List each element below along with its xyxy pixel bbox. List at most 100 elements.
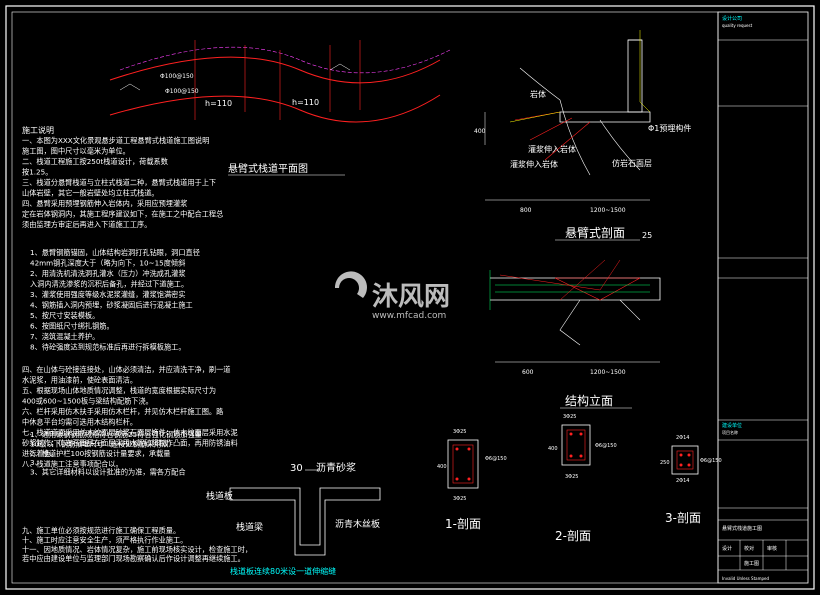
cut1-dim-top: 3Φ25 xyxy=(453,429,466,435)
s2-dim-span: 1200~1500 xyxy=(590,369,626,376)
note-line: 山体岩壁，其它一般岩壁处均立柱式栈道。 xyxy=(22,189,159,198)
s1-rock: 岩体 xyxy=(530,89,546,99)
s2-dim-600: 600 xyxy=(522,369,534,376)
note-line: 2、栈道护栏100按钢筋设计量要求，承载量 xyxy=(30,449,170,458)
note-line: 3、 xyxy=(30,458,42,467)
note-line: 五、根据现场山体地质情况调整，栈道的宽度根据实际尺寸为 xyxy=(22,386,216,395)
cut1-dim-h: 400 xyxy=(437,464,447,470)
tb-cell-3: 审核 xyxy=(767,545,777,552)
deck-joint-detail: 30 沥青砂浆 栈道板 栈道梁 沥青木丝板 栈道板连续80米设一道伸缩缝 xyxy=(206,461,381,576)
tb-drawing-name: 悬臂式栈道施工图 xyxy=(722,525,762,532)
tb-company-sub: quality request xyxy=(722,23,753,28)
tb-client-sub: 项目名称 xyxy=(722,429,738,435)
s1-dim-400: 400 xyxy=(474,128,486,135)
detail-note: 栈道板连续80米设一道伸缩缝 xyxy=(230,566,336,576)
note-line: 砂浆制作；仿岩石面层在面层采用水泥砂浆制作凸面，再用防锈油料 xyxy=(22,439,238,448)
watermark-brand: 沐风网 xyxy=(372,282,450,312)
cantilever-section: 岩体 灌浆伸入岩体 灌浆伸入岩体 Φ1预埋构件 仿岩石面层 400 800 12… xyxy=(474,30,691,241)
cross-section-3: 2Φ14 Φ6@150 250 2Φ14 3-剖面 xyxy=(660,435,722,525)
structural-elevation: 600 1200~1500 25 结构立面 xyxy=(489,231,661,409)
cut3-title: 3-剖面 xyxy=(665,511,701,525)
s1-grout-2: 灌浆伸入岩体 xyxy=(510,159,558,169)
notes-mid-title: 悬臂式栈道平面图 xyxy=(228,162,308,175)
note-line: 42mm钢孔深度大于（略为向下，10~15度倾斜 xyxy=(30,259,185,268)
note-line: 九、施工单位必须按规范进行施工确保工程质量。 xyxy=(22,526,180,535)
detail-deck: 栈道板 xyxy=(206,490,233,502)
note-line: 8、待砼强度达到规范标准后再进行拆模板施工。 xyxy=(30,343,186,352)
note-line: 400或600~1500板与梁结构配筋下浇。 xyxy=(22,397,153,406)
s2-title: 结构立面 xyxy=(565,393,613,408)
plan-dim-1: Φ100@150 xyxy=(160,73,194,80)
note-line: 中休息平台均需可选用木结构栏杆。 xyxy=(22,418,137,427)
cut2-dim-h: 400 xyxy=(548,446,558,452)
note-line: 水泥浆，用油漆前，使砼表面清洁。 xyxy=(22,376,137,385)
note-line: 八、栈道施工注意事项配合以。 xyxy=(22,460,123,469)
note-line: 七、栈道道面采用仿木纹面层砂浆石面层饰件；仿木纹面层采用水泥 xyxy=(22,428,238,437)
tb-cell-2: 校对 xyxy=(744,545,754,552)
cut2-dim-bot: 3Φ25 xyxy=(565,474,578,480)
s1-anti-stone: 仿岩石面层 xyxy=(612,158,652,168)
tb-cell-1: 设计 xyxy=(722,545,732,552)
s1-dim-800: 800 xyxy=(520,207,532,214)
top-plan: Φ100@150 Φ100@150 h=110 h=110 xyxy=(109,40,451,123)
cross-section-2: 3Φ25 Φ6@150 400 3Φ25 2-剖面 xyxy=(548,414,617,543)
tb-cell-5: 施工图 xyxy=(744,560,759,567)
detail-beam: 栈道梁 xyxy=(236,521,263,533)
note-line: 1、悬臂钢筋锚固，山体结构岩洞打孔钻眼，洞口直径 xyxy=(30,248,200,257)
detail-dim: 30 xyxy=(290,463,303,474)
note-line: 按1.25。 xyxy=(22,168,52,177)
s1-dim-span: 1200~1500 xyxy=(590,207,626,214)
cross-section-1: 3Φ25 Φ6@150 400 3Φ25 1-剖面 xyxy=(437,429,507,531)
watermark: 沐风网 www.mfcad.com xyxy=(334,271,450,321)
construction-notes: 施工说明 悬臂式栈道平面图 一、本图为XXX文化景观悬步道工程悬臂式栈道施工图说… xyxy=(22,125,345,563)
notes-heading: 施工说明 xyxy=(22,125,54,135)
note-line: 7、浇筑混凝土养护。 xyxy=(30,332,99,341)
note-line: 进行着色。 xyxy=(22,449,58,458)
cut3-dim-h: 250 xyxy=(660,460,670,466)
plan-dim-h2: h=110 xyxy=(292,98,319,107)
note-line: 一、本图为XXX文化景观悬步道工程悬臂式栈道施工图说明 xyxy=(22,136,209,145)
cut2-dim-top: 3Φ25 xyxy=(563,414,576,420)
s1-grout-1: 灌浆伸入岩体 xyxy=(528,144,576,154)
tb-footer: Invalid Unless Stamped xyxy=(722,576,769,581)
cut1-title: 1-剖面 xyxy=(445,517,481,531)
watermark-logo-icon xyxy=(334,271,367,298)
note-line: 6、按图纸尺寸绑扎钢筋。 xyxy=(30,322,114,331)
note-line: 四、悬臂采用预埋钢筋伸入岩体内，采用应预埋灌浆 xyxy=(22,199,187,208)
cut3-dim-bot: 2Φ14 xyxy=(676,478,689,484)
note-line: 3、灌浆使用强度等级水泥浆灌缝，灌浆饱满密实 xyxy=(30,290,186,299)
note-line: 须由监理方审定后再进入下道施工工序。 xyxy=(22,220,151,229)
tb-client-label: 建设单位 xyxy=(722,422,742,429)
note-line: 十、施工时应注意安全生产，须严格执行作业施工。 xyxy=(22,535,187,544)
note-line: 三、栈道分悬臂栈道与立柱式栈道二种，悬臂式栈道用于上下 xyxy=(22,178,216,187)
title-block: 设计公司 quality request 建设单位 项目名称 悬臂式栈道施工图 … xyxy=(717,11,809,584)
s1-embed: Φ1预埋构件 xyxy=(648,123,691,133)
note-line: 1、通用碳钢钢筋规格符合钢筋25符合强化钢筋加强量 xyxy=(30,430,202,439)
note-line: 4、钢筋插入洞内预埋，砂浆凝固后进行混凝土施工 xyxy=(30,301,193,310)
plan-dim-h1: h=110 xyxy=(205,99,232,108)
detail-board: 沥青木丝板 xyxy=(335,518,380,530)
cut3-dim-top: 2Φ14 xyxy=(676,435,689,441)
note-line: 十一、因地质情况、岩体情况复杂，施工前现场核实设计，检查施工时， xyxy=(22,545,252,554)
note-line: 5、按尺寸安装模板。 xyxy=(30,311,99,320)
s1-title: 悬臂式剖面 xyxy=(565,226,625,240)
note-line: 施工图，图中尺寸以毫米为单位。 xyxy=(22,147,130,156)
cut2-dim-stirrup: Φ6@150 xyxy=(595,443,617,449)
note-line: 二、栈道工程施工按250t栈道设计，荷载系数 xyxy=(22,157,168,166)
note-line: 六、栏杆采用仿木扶手采用仿木栏杆，并见仿木栏杆施工图。路 xyxy=(22,407,223,416)
detail-title: 沥青砂浆 xyxy=(316,461,356,474)
note-line: 若中应由建设单位与监理部门现场勘察确认后作设计调整再继续施工。 xyxy=(22,554,245,563)
cut1-dim-stirrup: Φ6@150 xyxy=(485,456,507,462)
note-line: 3、其它详细材料以设计批准的为准，需各方配合 xyxy=(30,468,186,477)
cut2-title: 2-剖面 xyxy=(555,529,591,543)
note-line: 入洞内清洗渗浆的沉积后备孔，并经过下道施工。 xyxy=(30,280,188,289)
note-line: 四、在山体与砼接连接处，山体必须清洁，并应清洗干净，刷一道 xyxy=(22,365,230,374)
outer-frame xyxy=(5,5,815,590)
note-line: 2、用清洗机清洗洞孔灌水（压力）冲洗成孔灌浆 xyxy=(30,269,186,278)
cut1-dim-bot: 3Φ25 xyxy=(453,496,466,502)
s2-dim-25: 25 xyxy=(642,231,652,240)
note-line: 定在岩体钢洞内，其施工程序建议如下，在施工之中配合工程总 xyxy=(22,210,223,219)
tb-company-label: 设计公司 xyxy=(722,15,742,22)
